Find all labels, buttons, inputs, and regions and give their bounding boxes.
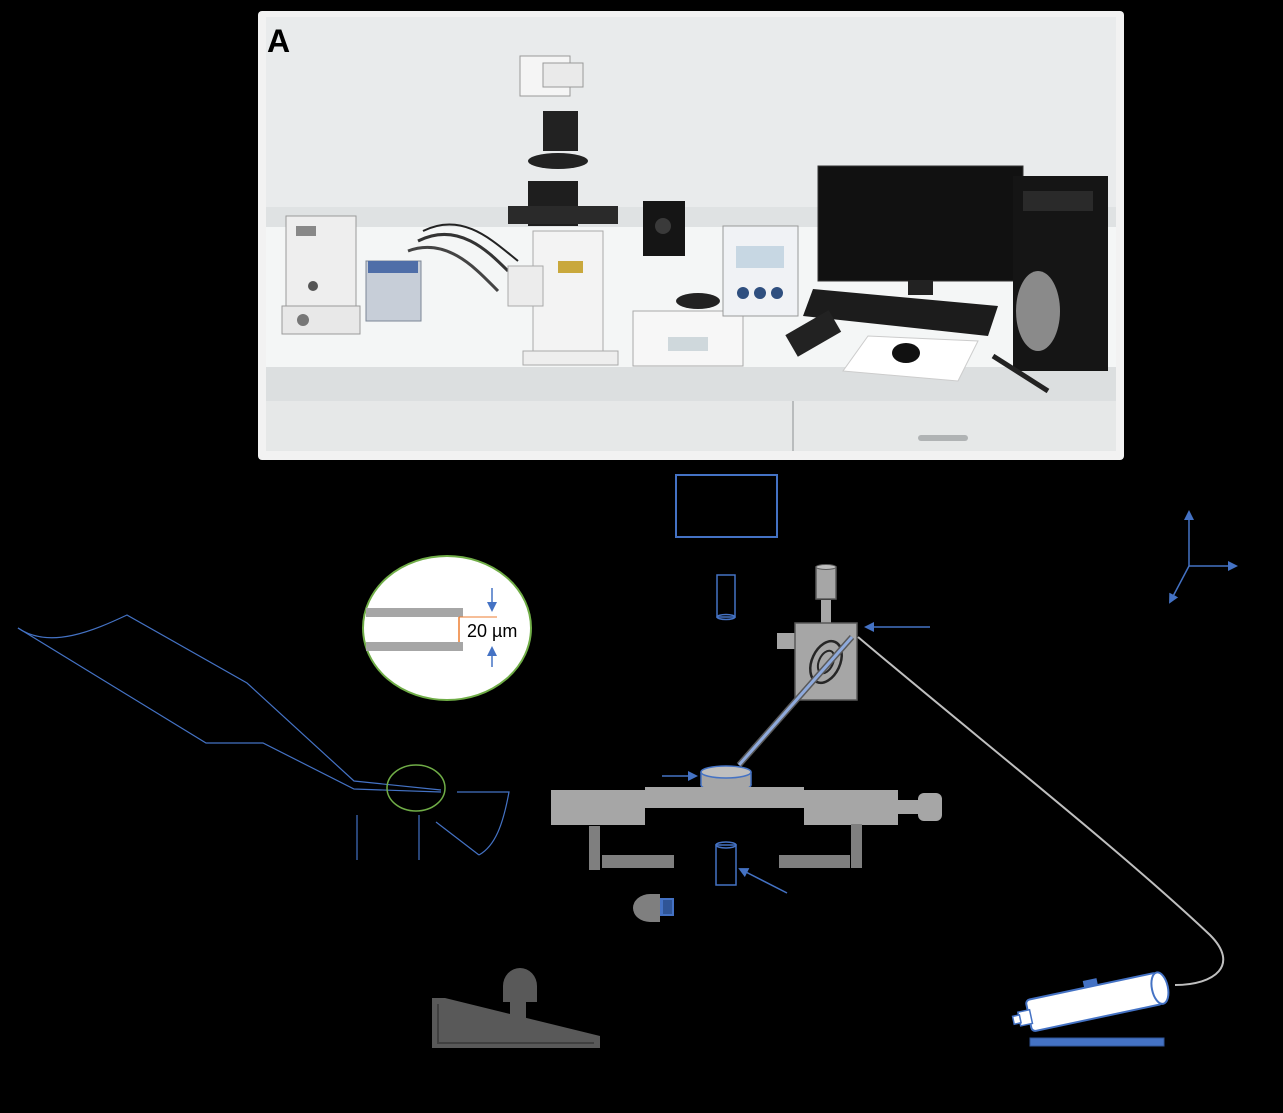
microscope-stage [551,787,942,870]
microscope-photo [266,17,1116,451]
upper-objective [716,574,736,621]
arrow-objective [738,868,788,894]
syringe-pump-icon [1011,971,1170,1047]
photo-panel: A [258,11,1124,460]
tip-highlight [386,764,446,812]
lower-objective [715,841,737,886]
light-source [633,894,674,922]
camera-box [675,474,778,538]
axis-icon [1169,510,1238,604]
cell-sketch [356,791,510,860]
micropipette-outline [17,614,442,793]
zoom-inset [362,555,532,701]
panel-label: A [267,23,291,59]
foot-pedal-icon [432,968,600,1048]
scale-label: 20 µm [467,621,518,641]
tubing [857,636,1225,986]
micromanipulator [777,564,858,701]
